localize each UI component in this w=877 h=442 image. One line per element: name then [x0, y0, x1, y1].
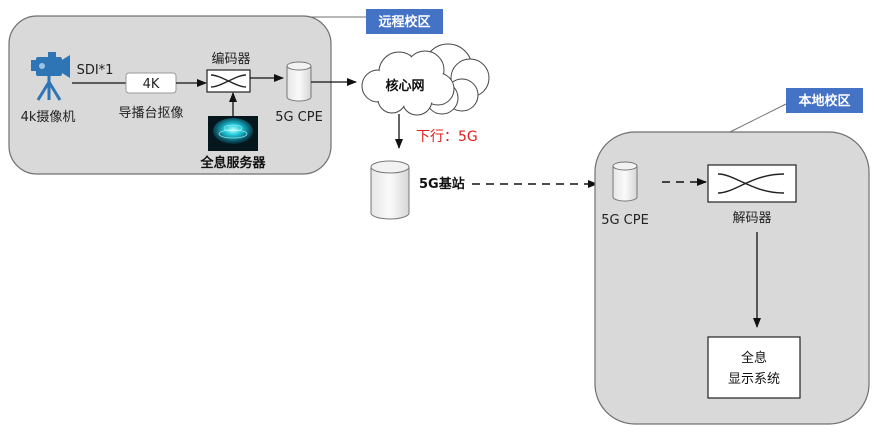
- decoder-icon: [707, 164, 797, 203]
- local-cpe-label: 5G CPE: [601, 213, 649, 228]
- hologram-display-box: 全息 显示系统: [707, 336, 801, 399]
- downlink-label: 下行：5G: [416, 129, 478, 145]
- remote-campus-tag: 远程校区: [366, 9, 443, 34]
- local-campus-tag: 本地校区: [786, 88, 863, 113]
- display-label-line2: 显示系统: [728, 372, 780, 387]
- camera-label: 4k摄像机: [21, 110, 76, 125]
- base-station-label: 5G基站: [419, 176, 465, 192]
- encoder-label: 编码器: [211, 52, 250, 67]
- svg-text:远程校区: 远程校区: [378, 14, 430, 30]
- remote-cpe-label: 5G CPE: [275, 110, 323, 125]
- base-station-cylinder: [370, 160, 410, 220]
- local-cpe-cylinder: [612, 161, 638, 202]
- encoder-icon: [206, 69, 251, 93]
- 4k-box: 4K: [125, 72, 177, 94]
- display-label-line1: 全息: [741, 350, 767, 366]
- camera-icon: [31, 52, 70, 101]
- hologram-server-image: [208, 116, 258, 151]
- remote-cpe-cylinder: [286, 61, 312, 102]
- svg-text:4K: 4K: [143, 77, 160, 92]
- core-network-label: 核心网: [385, 78, 424, 94]
- decoder-label: 解码器: [732, 211, 771, 226]
- sdi-label: SDI*1: [77, 63, 114, 78]
- director-label: 导播台抠像: [118, 106, 183, 121]
- server-label: 全息服务器: [199, 155, 266, 171]
- core-network-cloud: [361, 43, 490, 116]
- svg-text:本地校区: 本地校区: [798, 93, 850, 109]
